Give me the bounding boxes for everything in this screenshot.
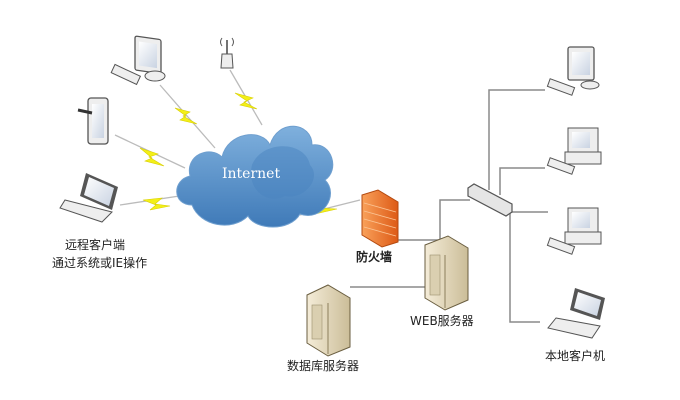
web-server-label: WEB服务器 [410,314,474,328]
remote-client-label: 远程客户端 [65,238,126,252]
bolt-icon [234,92,258,110]
link-switch-pc1 [488,89,545,190]
web-server-icon [424,235,469,311]
internet-cloud [176,125,334,228]
local-desktop-crt-icon [546,127,602,175]
firewall-label: 防火墙 [356,250,393,264]
wired-links [350,89,548,323]
bolt-icon [174,107,198,125]
bolt-icon [139,147,165,167]
local-clients-label: 本地客户机 [545,349,606,363]
link-web-switch [439,199,470,245]
tablet-icon [77,97,109,145]
laptop-icon [59,173,118,223]
link-desktop [159,84,216,149]
internet-label: Internet [222,166,281,182]
database-server-icon [306,284,351,357]
link-switch-laptop [509,212,540,323]
local-desktop-crt-icon [546,207,602,255]
remote-client-sublabel: 通过系统或IE操作 [52,256,148,270]
local-laptop-icon [547,288,605,339]
firewall-icon [361,189,399,248]
local-desktop-lcd-icon [546,46,600,96]
wireless-antenna-icon [220,37,234,69]
bolt-icon [142,197,171,211]
link-switch-pc2 [499,167,545,195]
network-switch-icon [467,183,513,217]
desktop-computer-icon [110,35,166,86]
db-server-label: 数据库服务器 [287,359,360,373]
